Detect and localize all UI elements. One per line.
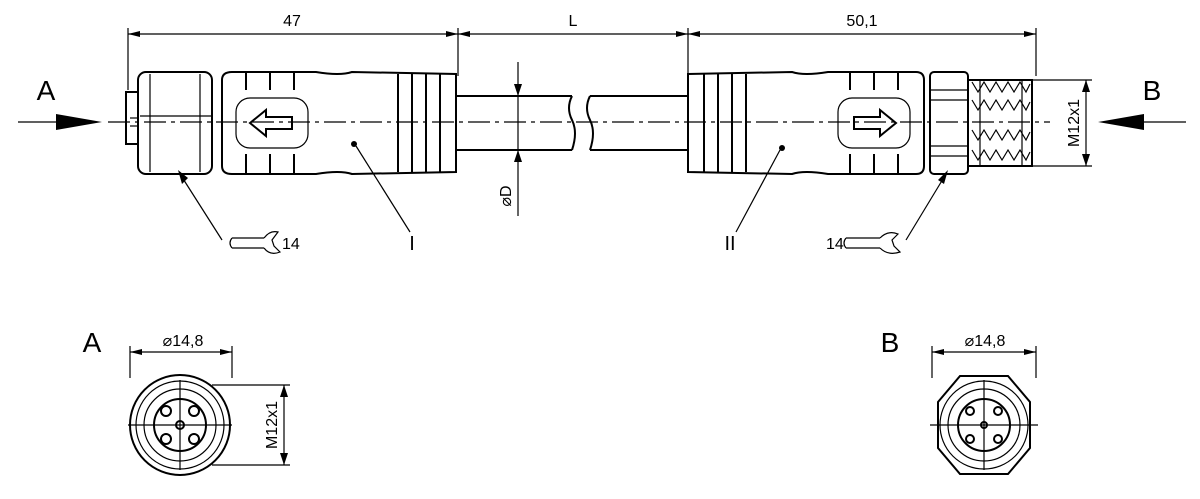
thread-dimension-right xyxy=(1032,79,1092,167)
cable xyxy=(456,95,688,151)
right-connector xyxy=(687,70,1033,176)
face-label-a: A xyxy=(83,327,102,358)
arrow-right-outline-icon xyxy=(853,107,898,139)
callout-body-right: II xyxy=(724,233,735,255)
view-label-b: B xyxy=(1143,75,1162,106)
face-view-a xyxy=(128,346,290,476)
callout-leaders xyxy=(178,145,948,241)
m12-4pin-socket-icon xyxy=(128,380,232,470)
dim-cable-diameter: ⌀D xyxy=(498,185,515,206)
callout-body-left: I xyxy=(409,233,415,255)
view-arrow-a xyxy=(18,114,102,130)
view-arrow-b xyxy=(1098,114,1186,130)
left-connector xyxy=(125,70,457,176)
dim-left-connector-length: 47 xyxy=(283,13,301,30)
dim-cable-length: L xyxy=(569,13,578,30)
m12-4pin-plug-icon xyxy=(930,380,1038,470)
arrow-left-outline-icon xyxy=(248,107,293,139)
open-wrench-icon xyxy=(843,232,902,254)
callout-wrench-right: 14 xyxy=(826,236,844,253)
dim-right-connector-length: 50,1 xyxy=(846,13,877,30)
diameter-d-dimension xyxy=(514,62,522,216)
view-label-a: A xyxy=(37,75,56,106)
open-wrench-icon xyxy=(229,231,282,254)
dim-thread-right: M12x1 xyxy=(1066,99,1083,147)
face-label-b: B xyxy=(881,327,900,358)
callout-wrench-left: 14 xyxy=(282,236,300,253)
dim-face-a-thread: M12x1 xyxy=(264,401,281,449)
dimension-lines-top xyxy=(127,28,1037,90)
face-view-b xyxy=(930,346,1038,475)
dim-face-b-diameter: ⌀14,8 xyxy=(965,333,1006,350)
dim-face-a-diameter: ⌀14,8 xyxy=(163,333,204,350)
